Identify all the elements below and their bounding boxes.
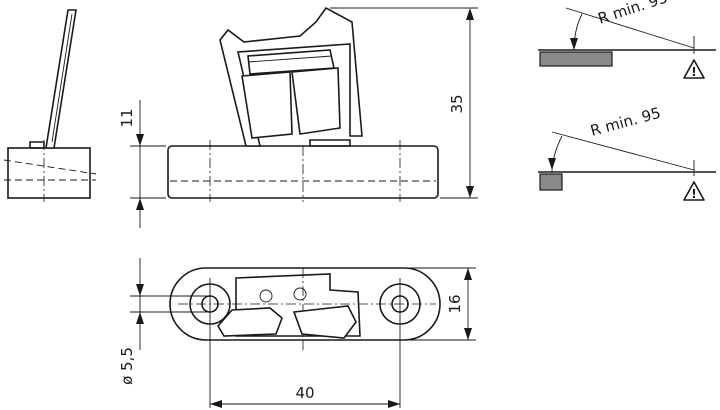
- dim-35-label: 35: [448, 94, 466, 113]
- front-view-hinge: [247, 49, 335, 75]
- dim-11-arrow-top: [136, 134, 144, 146]
- top-view-clip-jaw-left: [217, 307, 283, 337]
- side-view: [3, 9, 97, 202]
- front-view-clip-bracket: [219, 6, 363, 147]
- warning-triangle-top: [683, 59, 705, 79]
- warning-mark-bottom: !: [691, 187, 696, 201]
- dimension-hole-diameter: ø 5,5: [118, 258, 210, 385]
- bend-bottom-arc: [551, 135, 563, 173]
- dim-40-arrow-left: [210, 400, 222, 408]
- dimension-hole-spacing: 40: [210, 384, 400, 408]
- top-view: [169, 267, 441, 408]
- bend-detail-top: R min. 95 !: [538, 0, 716, 79]
- top-view-clip-jaw-right: [292, 305, 357, 339]
- warning-icon: !: [683, 59, 705, 79]
- bend-detail-bottom: R min. 95 !: [538, 104, 716, 201]
- dim-11-label: 11: [118, 108, 136, 127]
- dim-35-arrow-top: [466, 8, 474, 20]
- top-view-pin-left: [259, 289, 273, 303]
- bend-bottom-arrow: [548, 158, 556, 170]
- front-view-latch: [309, 139, 351, 147]
- front-view-pad-right: [291, 67, 341, 135]
- dim-16-label: 16: [446, 294, 464, 313]
- bend-top-arrow: [570, 38, 578, 50]
- side-view-lever: [45, 9, 77, 149]
- bend-bottom-radius-line: [551, 131, 695, 171]
- side-view-lever-edge: [51, 13, 73, 143]
- bend-top-radius-line: [565, 7, 695, 49]
- warning-icon: !: [683, 181, 705, 201]
- bend-bottom-label: R min. 95: [588, 104, 662, 140]
- dimension-height-total: 35: [330, 7, 478, 199]
- dim-hole-label: ø 5,5: [118, 347, 136, 385]
- dim-11-arrow-bottom: [136, 198, 144, 210]
- warning-triangle-bottom: [683, 181, 705, 201]
- dimension-depth: 16: [400, 267, 476, 341]
- front-view-pad-left: [241, 71, 293, 139]
- dim-40-label: 40: [295, 384, 314, 402]
- dim-hole-arrow-bottom: [136, 312, 144, 324]
- side-view-hidden-line: [3, 159, 97, 175]
- bend-bottom-part: [539, 173, 563, 191]
- dim-40-arrow-right: [388, 400, 400, 408]
- top-view-pin-right: [293, 287, 307, 301]
- side-view-clip: [29, 141, 45, 149]
- dim-16-arrow-bottom: [464, 328, 472, 340]
- top-view-base: [169, 267, 441, 341]
- dim-hole-arrow-top: [136, 284, 144, 296]
- warning-mark-top: !: [691, 65, 696, 79]
- bend-top-label: R min. 95: [596, 0, 670, 28]
- front-view-hinge-line: [247, 55, 333, 63]
- front-view: [167, 6, 439, 202]
- bend-top-part: [539, 51, 613, 67]
- dim-35-arrow-bottom: [466, 186, 474, 198]
- dimension-height-base: 11: [118, 100, 166, 228]
- side-view-base: [7, 147, 91, 199]
- dim-16-arrow-top: [464, 268, 472, 280]
